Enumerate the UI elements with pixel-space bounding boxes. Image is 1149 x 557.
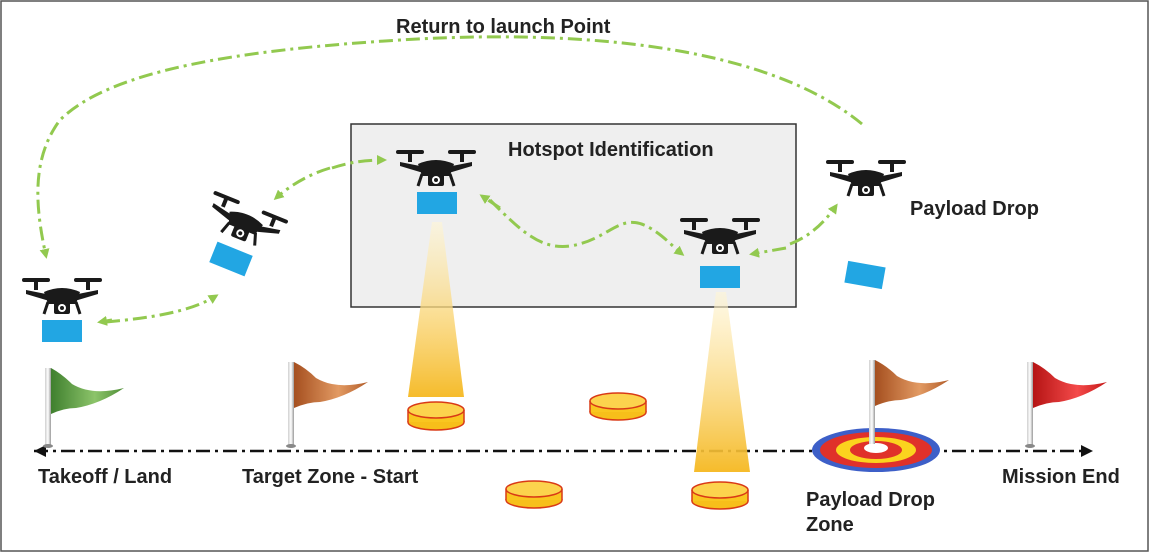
hotspot-disc-icon <box>407 401 465 431</box>
flag-icon <box>1025 362 1107 448</box>
payload-box-icon <box>209 241 253 277</box>
mission-end-label: Mission End <box>1002 466 1120 488</box>
hotspot-disc-icon <box>589 392 647 421</box>
target-icon <box>812 428 940 472</box>
takeoff-label: Takeoff / Land <box>38 466 173 488</box>
drone-icon <box>199 188 291 256</box>
drop-zone-label-line1: Payload Drop <box>806 489 935 511</box>
payload-box-icon <box>417 192 457 214</box>
return-label: Return to launch Point <box>396 16 611 38</box>
hotspot-disc-icon <box>505 480 563 509</box>
payload-box-icon <box>700 266 740 288</box>
payload-box-icon <box>844 260 886 290</box>
drone-icon <box>824 158 908 198</box>
hotspot-label: Hotspot Identification <box>508 139 714 161</box>
flight-path <box>36 35 863 326</box>
flag-icon <box>869 360 949 444</box>
scan-beam-right <box>694 292 750 472</box>
mission-timeline <box>34 445 1093 457</box>
flag-icon <box>286 362 368 448</box>
hotspot-disc-icon <box>691 481 749 510</box>
drop-zone-label-line2: Zone <box>806 514 854 536</box>
scan-beam-left <box>408 222 464 397</box>
payload-box-icon <box>42 320 82 342</box>
target-start-label: Target Zone - Start <box>242 466 419 488</box>
flag-icon <box>43 368 124 448</box>
drone-icon <box>20 276 104 316</box>
payload-drop-label: Payload Drop <box>910 198 1039 220</box>
